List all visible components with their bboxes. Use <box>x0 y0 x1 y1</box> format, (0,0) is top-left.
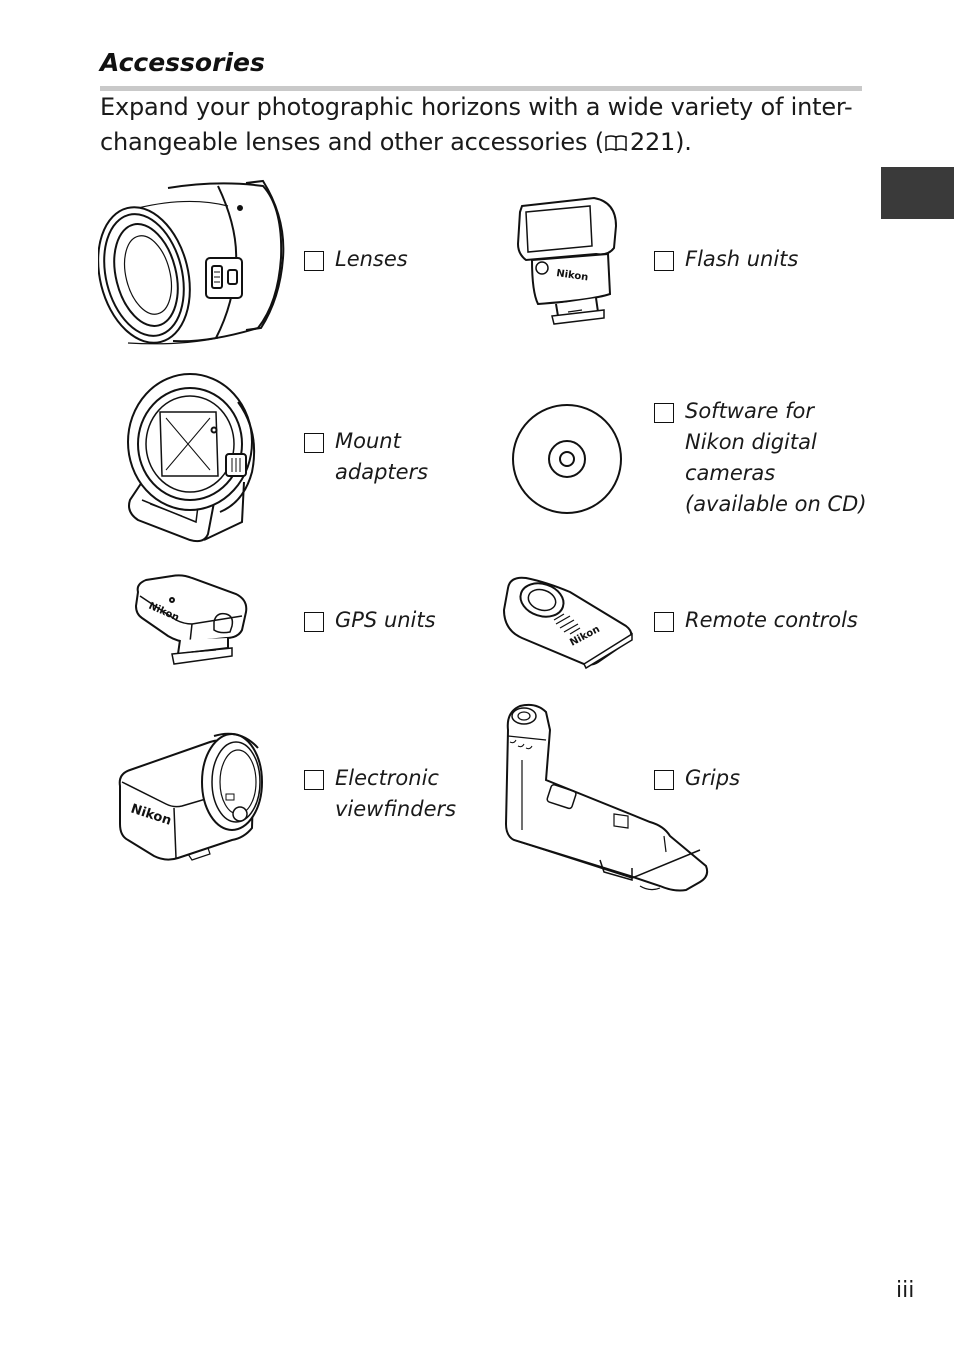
accessory-label: Grips <box>685 766 741 790</box>
accessory-label: Mount adapters <box>335 429 429 484</box>
remote-control-icon: Nikon <box>500 574 636 670</box>
cd-icon <box>510 402 624 516</box>
mount-adapter-icon <box>120 372 265 547</box>
book-icon <box>605 127 627 162</box>
accessory-label: GPS units <box>335 608 436 632</box>
checkbox[interactable] <box>654 612 674 632</box>
intro-paragraph: Expand your photographic horizons with a… <box>100 90 870 162</box>
checkbox[interactable] <box>304 770 324 790</box>
page-reference-link[interactable]: 221 <box>629 128 676 156</box>
checkbox[interactable] <box>304 612 324 632</box>
intro-line-1: Expand your photographic horizons with a… <box>100 93 853 121</box>
grip-icon <box>500 700 712 895</box>
brand-mark: Nikon <box>556 268 589 283</box>
chapter-tab <box>881 167 954 219</box>
checkbox[interactable] <box>654 770 674 790</box>
checkbox[interactable] <box>304 433 324 453</box>
intro-text: changeable lenses and other accessories … <box>100 128 604 156</box>
accessory-label: Flash units <box>685 247 799 271</box>
lens-icon <box>98 178 288 348</box>
checkbox[interactable] <box>654 403 674 423</box>
heading-rule <box>100 86 862 91</box>
accessory-label: Software for Nikon digital cameras (avai… <box>685 399 867 516</box>
section-heading: Accessories <box>100 48 265 77</box>
accessory-label: Electronic viewfinders <box>335 766 457 821</box>
intro-text-end: ). <box>675 128 692 156</box>
intro-line-2: changeable lenses and other accessories … <box>100 125 870 162</box>
checkbox[interactable] <box>304 251 324 271</box>
electronic-viewfinder-icon: Nikon <box>114 728 269 863</box>
checkbox[interactable] <box>654 251 674 271</box>
gps-unit-icon: Nikon <box>132 572 252 672</box>
accessory-label: Remote controls <box>685 608 858 632</box>
flash-unit-icon: Nikon <box>512 192 622 327</box>
accessory-label: Lenses <box>335 247 408 271</box>
page-number: iii <box>896 1278 915 1303</box>
